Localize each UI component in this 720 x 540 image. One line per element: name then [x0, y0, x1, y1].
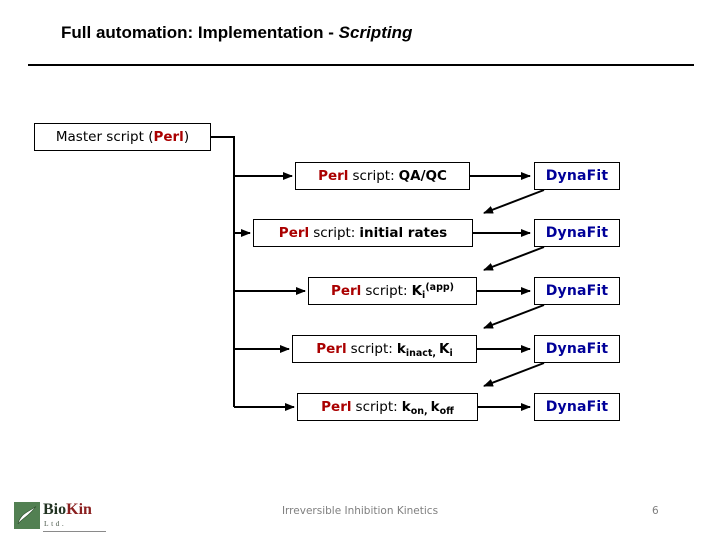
script-name: initial rates — [359, 225, 448, 241]
dynafit-box-3: DynaFit — [534, 277, 620, 305]
dynafit-feedback-arrow-1 — [483, 189, 545, 214]
script-label: script: — [365, 283, 408, 299]
dynafit-box-4: DynaFit — [534, 335, 620, 363]
script-name: QA/QC — [398, 168, 447, 184]
master-trunk-line — [211, 136, 235, 407]
symbol-base-2: k — [430, 399, 440, 415]
perl-script-box-kinact-ki: Perl script: kinact,Ki — [292, 335, 477, 363]
footer-title: Irreversible Inhibition Kinetics — [281, 505, 439, 517]
slide-title: Full automation: Implementation - Script… — [61, 22, 412, 44]
master-script-prefix: Master script ( — [55, 129, 154, 145]
script-label: script: — [355, 399, 398, 415]
dynafit-box-5: DynaFit — [534, 393, 620, 421]
dynafit-label: DynaFit — [545, 168, 609, 184]
symbol-subscript: inact, — [405, 348, 437, 359]
master-script-perl-label: Perl — [153, 129, 184, 145]
logo-kin: Kin — [66, 501, 92, 518]
symbol-subscript-2: off — [439, 406, 454, 417]
biokin-logo-mark — [14, 502, 40, 529]
dynafit-box-2: DynaFit — [534, 219, 620, 247]
biokin-logo: BioKin Ltd. — [14, 500, 109, 536]
dynafit-label: DynaFit — [545, 399, 609, 415]
dynafit-label: DynaFit — [545, 341, 609, 357]
script-name: Ki(app) — [411, 282, 455, 301]
script-label: script: — [350, 341, 393, 357]
perl-script-box-initial-rates: Perl script: initial rates — [253, 219, 473, 247]
slide-title-emphasis: Scripting — [338, 23, 413, 42]
perl-label: Perl — [330, 283, 362, 299]
master-script-box: Master script (Perl) — [34, 123, 211, 151]
master-script-suffix: ) — [183, 129, 190, 145]
perl-script-box-qaqc: Perl script: QA/QC — [295, 162, 470, 190]
dynafit-feedback-arrow-2 — [483, 246, 545, 271]
dynafit-label: DynaFit — [545, 283, 609, 299]
slide-title-main: Full automation: Implementation - — [61, 23, 339, 42]
script-name: kon,koff — [401, 399, 454, 417]
logo-ltd: Ltd. — [44, 519, 67, 528]
perl-label: Perl — [321, 399, 352, 415]
perl-label: Perl — [318, 168, 349, 184]
symbol-base: k — [396, 341, 406, 357]
script-label: script: — [313, 225, 356, 241]
perl-script-box-kon-koff: Perl script: kon,koff — [297, 393, 478, 421]
perl-label: Perl — [316, 341, 347, 357]
leaf-swoosh-icon — [17, 506, 37, 525]
dynafit-box-1: DynaFit — [534, 162, 620, 190]
symbol-base: k — [401, 399, 411, 415]
script-label: script: — [352, 168, 395, 184]
script-name: kinact,Ki — [396, 341, 453, 359]
symbol-subscript-2: i — [449, 348, 453, 359]
symbol-subscript: on, — [410, 406, 428, 417]
symbol-base: K — [411, 283, 423, 299]
biokin-logo-text: BioKin — [43, 500, 92, 520]
dynafit-feedback-arrow-4 — [483, 362, 545, 387]
perl-label: Perl — [278, 225, 310, 241]
logo-bio: Bio — [43, 501, 67, 518]
symbol-superscript: (app) — [425, 282, 455, 293]
dynafit-feedback-arrow-3 — [483, 304, 545, 329]
page-number: 6 — [652, 505, 659, 517]
title-divider-line — [28, 64, 694, 66]
dynafit-label: DynaFit — [545, 225, 609, 241]
perl-script-box-ki-app: Perl script: Ki(app) — [308, 277, 477, 305]
symbol-subscript: i — [422, 290, 426, 301]
logo-underline — [43, 531, 106, 532]
symbol-base-2: K — [439, 341, 450, 357]
